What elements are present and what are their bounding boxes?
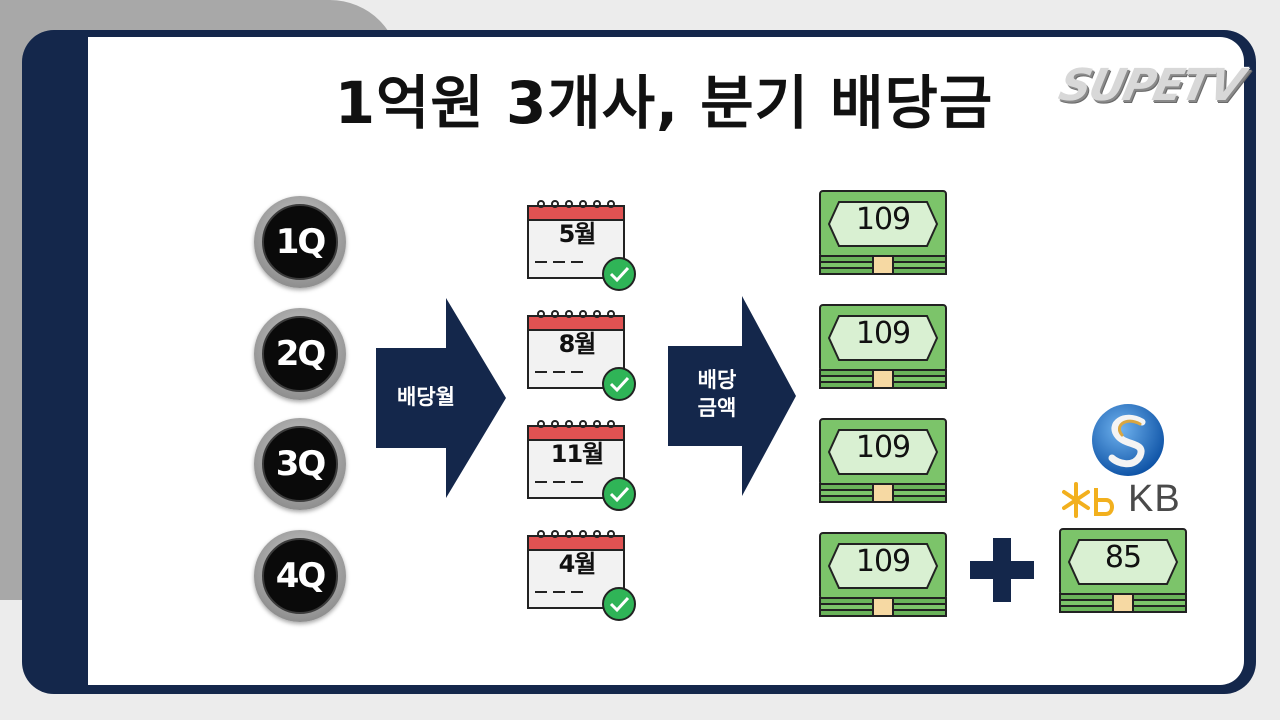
extra-dividend-amount: 85 xyxy=(1104,540,1142,575)
arrow-label-amount-line1: 배당 xyxy=(697,368,737,392)
arrow-label-amount: 배당 금액 xyxy=(672,366,762,422)
arrow-right-icon xyxy=(668,296,796,496)
supetv-logo: SUPETV xyxy=(1055,50,1248,130)
calendar-check-icon xyxy=(527,530,636,621)
calendar-month: 8월 xyxy=(558,330,597,358)
quarter-badge-2: 2Q xyxy=(254,308,346,400)
logo-text: SUPETV xyxy=(1054,60,1248,111)
money-stack-icon xyxy=(819,190,947,275)
quarter-label: 1Q xyxy=(262,204,338,280)
money-stack-extra: 85 xyxy=(1059,528,1187,614)
quarter-badge-4: 4Q xyxy=(254,530,346,622)
dividend-amount: 109 xyxy=(855,544,911,579)
quarter-badge-1: 1Q xyxy=(254,196,346,288)
dividend-amount: 109 xyxy=(855,202,911,237)
quarter-badge-3: 3Q xyxy=(254,418,346,510)
dividend-amount: 109 xyxy=(855,430,911,465)
slide-title: 1억원 3개사, 분기 배당금 xyxy=(334,69,994,137)
money-stack-3: 109 xyxy=(819,418,947,504)
arrow-label-amount-line2: 금액 xyxy=(697,396,737,420)
money-stack-icon xyxy=(819,532,947,617)
shinhan-logo-icon xyxy=(1092,404,1164,476)
money-stack-icon xyxy=(819,304,947,389)
arrow-right-icon xyxy=(376,298,506,498)
calendar-month: 11월 xyxy=(550,440,604,468)
quarter-label: 3Q xyxy=(262,426,338,502)
money-stack-4: 109 xyxy=(819,532,947,618)
quarter-label: 2Q xyxy=(262,316,338,392)
dividend-amount: 109 xyxy=(855,316,911,351)
kb-star-logo-icon xyxy=(1062,482,1114,518)
quarter-label: 4Q xyxy=(262,538,338,614)
money-stack-icon xyxy=(819,418,947,503)
money-stack-1: 109 xyxy=(819,190,947,276)
calendar-2: 8월 xyxy=(527,306,647,416)
kb-logo-text: KB xyxy=(1128,478,1181,520)
money-stack-2: 109 xyxy=(819,304,947,390)
calendar-month: 5월 xyxy=(558,220,597,248)
calendar-1: 5월 xyxy=(527,196,647,306)
plus-icon xyxy=(970,538,1034,602)
calendar-check-icon xyxy=(527,200,636,291)
calendar-month: 4월 xyxy=(558,550,597,578)
calendar-check-icon xyxy=(527,420,636,511)
calendar-4: 4월 xyxy=(527,526,647,636)
arrow-label-month: 배당월 xyxy=(397,385,455,409)
calendar-check-icon xyxy=(527,310,636,401)
money-stack-icon xyxy=(1059,528,1187,613)
calendar-3: 11월 xyxy=(527,416,647,526)
